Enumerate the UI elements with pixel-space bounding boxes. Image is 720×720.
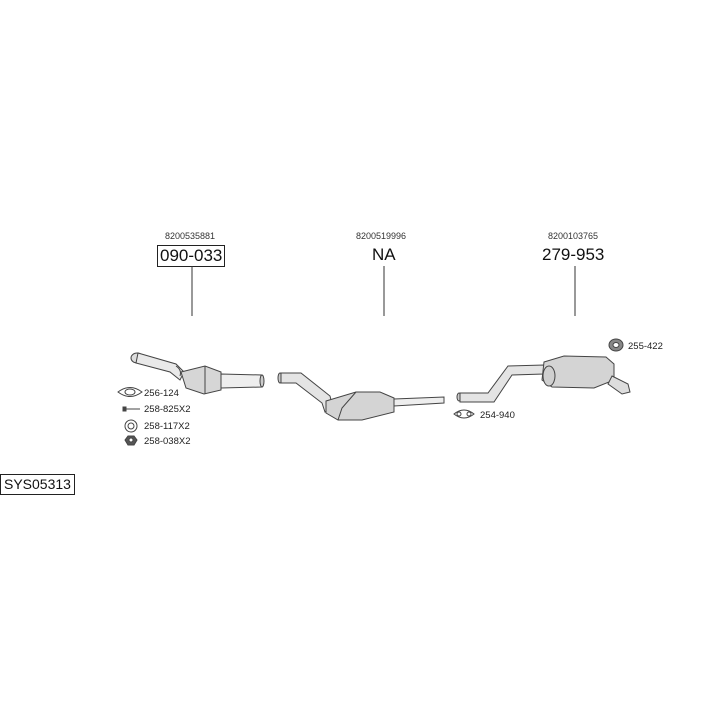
- accessory-bolt[interactable]: 258-825X2: [144, 404, 191, 415]
- accessory-gasket[interactable]: 256-124: [144, 388, 179, 399]
- rubber-mount-icon: [608, 338, 624, 352]
- rear-silencer: [456, 355, 631, 403]
- middle-silencer: [277, 372, 445, 421]
- part-number-rear[interactable]: 279-953: [542, 245, 605, 264]
- part-number-middle[interactable]: NA: [372, 245, 396, 264]
- nut-icon: [124, 435, 138, 446]
- accessory-ring[interactable]: 258-117X2: [144, 421, 190, 432]
- oem-number-middle: 8200519996: [356, 231, 407, 241]
- front-pipe-catalyst: [130, 352, 265, 395]
- accessory-rubber-mount[interactable]: 255-422: [628, 341, 663, 352]
- oem-number-rear: 8200103765: [548, 231, 599, 241]
- bolt-icon: [122, 406, 140, 412]
- accessory-clamp[interactable]: 254-940: [480, 410, 515, 421]
- gasket-icon: [117, 387, 143, 397]
- system-code: SYS05313: [0, 474, 75, 495]
- oem-number-front: 8200535881: [165, 231, 216, 241]
- accessory-nut[interactable]: 258-038X2: [144, 436, 191, 447]
- clamp-icon: [453, 409, 475, 419]
- part-number-front[interactable]: 090-033: [157, 245, 226, 267]
- ring-icon: [124, 419, 138, 433]
